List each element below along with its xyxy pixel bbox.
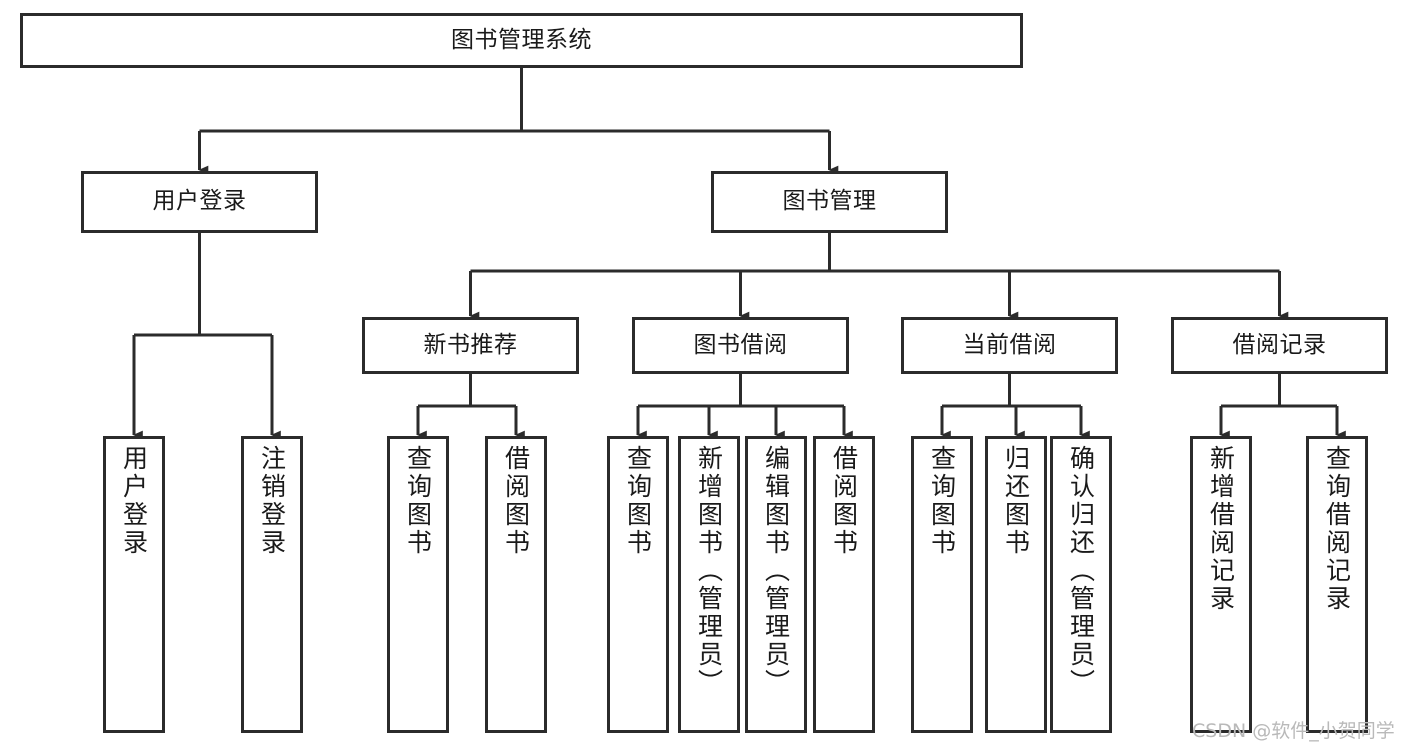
node-label: 当前借阅 — [962, 331, 1057, 358]
node-leaf-borrow-book-1: 借阅图书 — [485, 436, 547, 733]
node-label: 确认归还（管理员） — [1066, 445, 1096, 697]
node-label: 借阅图书 — [501, 445, 531, 557]
node-label: 查询借阅记录 — [1322, 445, 1352, 613]
node-leaf-query-book-3: 查询图书 — [911, 436, 973, 733]
node-leaf-edit-book-admin: 编辑图书（管理员） — [745, 436, 807, 733]
node-root: 图书管理系统 — [20, 13, 1023, 68]
node-leaf-confirm-return-admin: 确认归还（管理员） — [1050, 436, 1112, 733]
node-book-manage: 图书管理 — [711, 171, 948, 233]
node-label: 查询图书 — [623, 445, 653, 557]
node-new-book-recommend: 新书推荐 — [362, 317, 579, 374]
node-label: 借阅记录 — [1232, 331, 1327, 358]
edge-layer — [132, 68, 1346, 440]
node-leaf-logout: 注销登录 — [241, 436, 303, 733]
node-label: 查询图书 — [927, 445, 957, 557]
node-leaf-add-borrow-record: 新增借阅记录 — [1190, 436, 1252, 733]
node-label: 图书管理 — [782, 188, 877, 215]
node-label: 注销登录 — [257, 445, 287, 557]
node-leaf-return-book: 归还图书 — [985, 436, 1047, 733]
node-label: 新增借阅记录 — [1206, 445, 1236, 613]
node-label: 借阅图书 — [829, 445, 859, 557]
node-borrow-record: 借阅记录 — [1171, 317, 1388, 374]
node-user-login: 用户登录 — [81, 171, 318, 233]
node-label: 新增图书（管理员） — [694, 445, 724, 697]
node-label: 图书借阅 — [693, 331, 788, 358]
node-label: 图书管理系统 — [451, 26, 592, 53]
node-label: 用户登录 — [152, 188, 247, 215]
node-leaf-query-book-1: 查询图书 — [387, 436, 449, 733]
node-book-borrow: 图书借阅 — [632, 317, 849, 374]
node-leaf-query-borrow-record: 查询借阅记录 — [1306, 436, 1368, 733]
node-leaf-query-book-2: 查询图书 — [607, 436, 669, 733]
node-label: 用户登录 — [119, 445, 149, 557]
node-label: 查询图书 — [403, 445, 433, 557]
node-label: 新书推荐 — [423, 331, 518, 358]
node-label: 归还图书 — [1001, 445, 1031, 557]
node-label: 编辑图书（管理员） — [761, 445, 791, 697]
node-leaf-borrow-book-2: 借阅图书 — [813, 436, 875, 733]
node-current-borrow: 当前借阅 — [901, 317, 1118, 374]
node-leaf-user-login: 用户登录 — [103, 436, 165, 733]
node-leaf-add-book-admin: 新增图书（管理员） — [678, 436, 740, 733]
